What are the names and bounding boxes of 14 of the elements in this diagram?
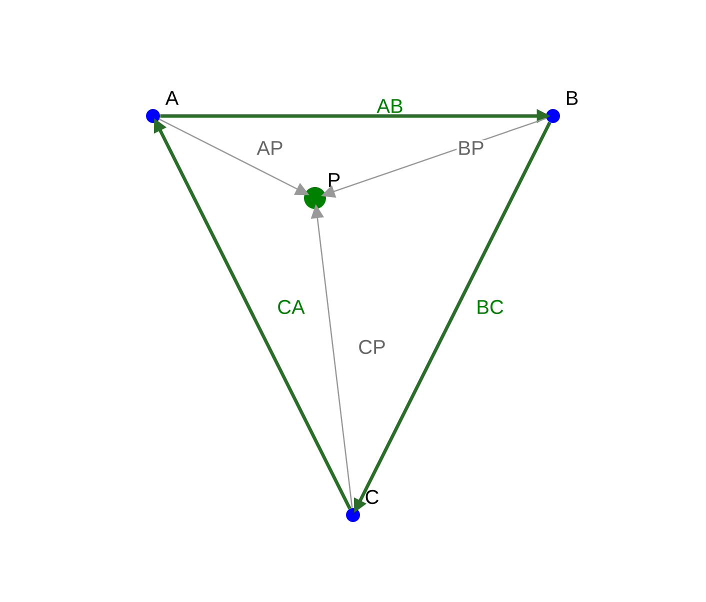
point-label: A [165, 91, 179, 105]
edge-label: AB [376, 98, 404, 114]
edge-label: CP [357, 338, 387, 356]
edge-label: BC [475, 298, 505, 316]
dot [304, 187, 326, 209]
edge-label: CA [276, 298, 306, 316]
point-label: P [328, 173, 340, 187]
dot [146, 109, 160, 123]
point-label: B [566, 91, 578, 105]
dot [546, 109, 560, 123]
dot [346, 508, 360, 522]
edge-label: AP [256, 140, 284, 156]
edge-label: BP [456, 140, 486, 156]
point-label: C [366, 490, 378, 504]
